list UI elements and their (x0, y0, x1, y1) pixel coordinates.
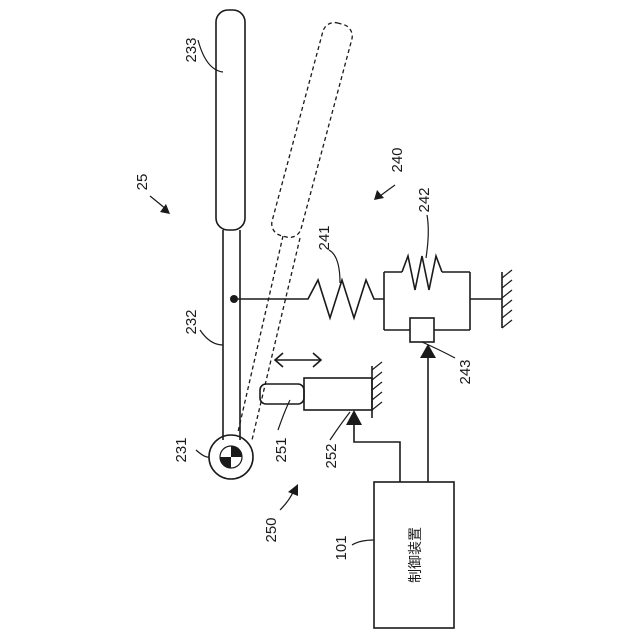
pivot-joint (209, 435, 253, 479)
label-actuator-valve: 252 (323, 443, 340, 468)
controller-text: 制御装置 (408, 527, 424, 583)
label-pivot: 231 (173, 437, 190, 462)
signal-line-to-actuator (346, 410, 400, 482)
label-pedal-pad: 233 (183, 37, 200, 62)
label-damper-actuator: 243 (457, 359, 474, 384)
pedal-pad (216, 10, 245, 230)
label-actuator-rod: 251 (273, 437, 290, 462)
assembly-arrow (150, 196, 170, 214)
label-spring: 241 (316, 225, 333, 250)
damper-unit-242 (384, 256, 512, 342)
label-pedal-arm: 232 (183, 309, 200, 334)
stroke-arrow (275, 353, 321, 367)
label-assembly: 25 (134, 174, 151, 191)
label-damper-unit: 242 (416, 187, 433, 212)
actuator-250 (260, 362, 382, 418)
pedal-arm (223, 230, 240, 440)
arm-connection-point (230, 295, 238, 303)
actuator-unit-arrow (280, 484, 298, 510)
spring-241 (238, 280, 384, 318)
label-controller: 101 (333, 535, 350, 560)
label-stroke-unit: 240 (389, 147, 406, 172)
stroke-unit-arrow (374, 185, 395, 200)
label-actuator-unit: 250 (263, 517, 280, 542)
pedal-depressed-position (238, 20, 355, 440)
signal-line-to-damper (420, 344, 436, 482)
